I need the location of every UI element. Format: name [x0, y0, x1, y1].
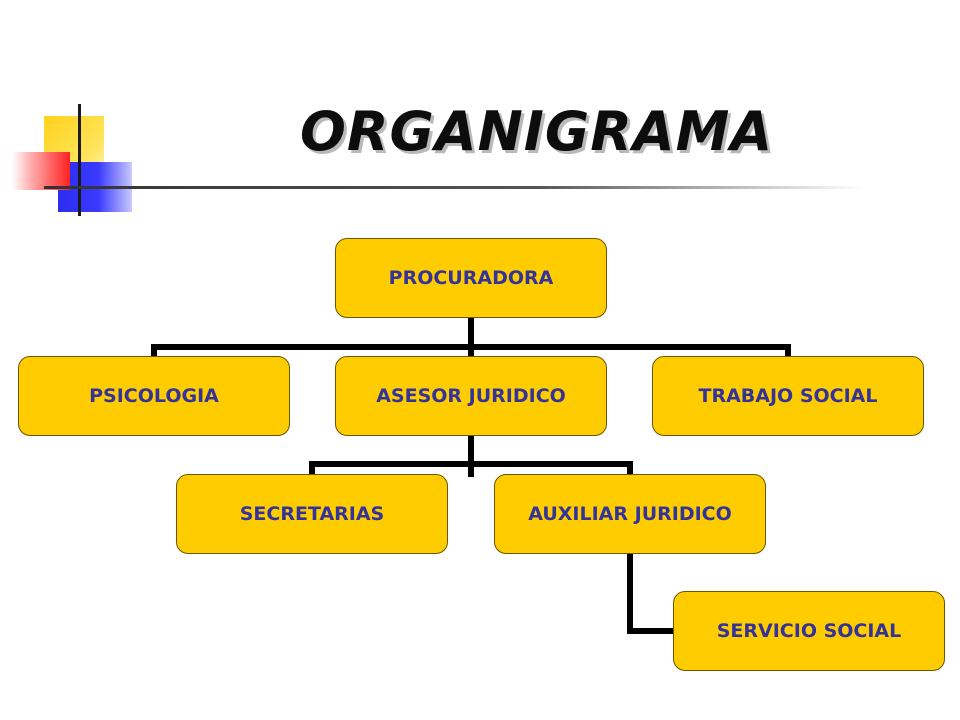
node-auxiliar-juridico: AUXILIAR JURIDICO: [494, 474, 766, 554]
node-procuradora: PROCURADORA: [335, 238, 607, 318]
node-secretarias: SECRETARIAS: [176, 474, 448, 554]
logo-vertical-line: [78, 104, 81, 216]
page-title: ORGANIGRAMA: [300, 100, 774, 163]
node-servicio-social: SERVICIO SOCIAL: [673, 591, 945, 671]
title-underline: [44, 186, 864, 189]
node-trabajo-social: TRABAJO SOCIAL: [652, 356, 924, 436]
node-psicologia: PSICOLOGIA: [18, 356, 290, 436]
logo-red-square: [12, 152, 70, 190]
node-asesor-juridico: ASESOR JURIDICO: [335, 356, 607, 436]
connector-to-servicio: [627, 550, 676, 634]
